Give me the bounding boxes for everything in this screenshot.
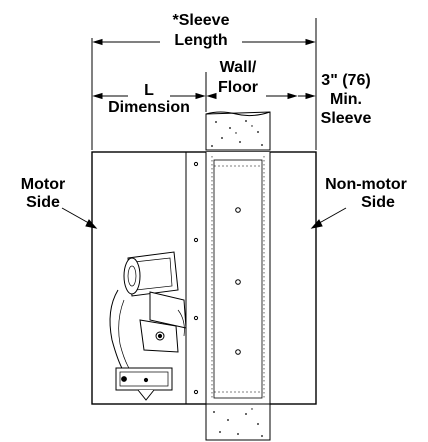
wall-section-top	[205, 111, 271, 151]
min-sleeve-label-line1: 3" (76)	[321, 72, 370, 89]
motor-base-bracket	[115, 367, 173, 401]
motor-actuator	[109, 251, 187, 373]
motor-side-label-line2: Side	[26, 194, 60, 211]
wall-band	[205, 152, 271, 404]
min-sleeve-label-line3: Sleeve	[321, 110, 372, 127]
sleeve-length-label-line1: *Sleeve	[173, 12, 230, 29]
sleeve-length-dimension	[91, 18, 317, 150]
motor-side-label-line1: Motor	[21, 176, 65, 193]
wall-section-bottom	[205, 403, 271, 441]
rivets	[193, 161, 241, 395]
l-dimension-label-line1: L	[144, 82, 154, 99]
non-motor-side-arrow	[310, 207, 347, 229]
non-motor-side-label-line1: Non-motor	[325, 176, 407, 193]
wall-floor-dimension-line	[206, 92, 316, 100]
l-dimension-line	[92, 72, 207, 112]
motor-side-arrow	[61, 207, 98, 229]
non-motor-side-label-line2: Side	[361, 194, 395, 211]
l-dimension-label-line2: Dimension	[108, 99, 190, 116]
min-sleeve-label-line2: Min.	[330, 91, 362, 108]
wall-floor-label-line2: Floor	[218, 79, 258, 96]
wall-floor-label-line1: Wall/	[220, 59, 257, 76]
sleeve-length-label-line2: Length	[174, 32, 227, 49]
